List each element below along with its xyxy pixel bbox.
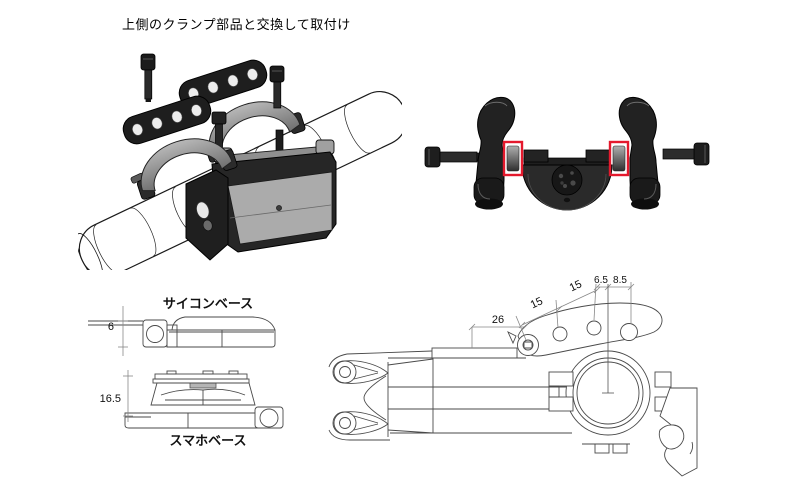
dimension-15-chain: 15 15 <box>515 278 632 341</box>
stem-outline <box>328 347 572 441</box>
base-side-views: サイコンベース 6 <box>88 296 284 448</box>
pivot-arm <box>507 302 663 357</box>
horizontal-bolt-icon <box>424 146 485 168</box>
rear-clamp-plate <box>178 59 268 109</box>
stem-dimension-view: 26 15 15 6.5 8.5 <box>328 275 698 477</box>
spacer-right <box>612 145 626 172</box>
dim-6-5-text: 6.5 <box>594 275 608 286</box>
header-note: 上側のクランプ部品と交換して取付け <box>122 17 351 32</box>
handlebar-clamp-ring <box>548 350 698 477</box>
socket-bolt-icon <box>140 53 156 102</box>
spacer-left <box>506 145 520 172</box>
clamp-arm <box>618 96 661 210</box>
center-mount <box>521 149 613 211</box>
dim-6-text: 6 <box>108 321 114 333</box>
spacer-highlight-left <box>502 140 524 177</box>
clamp-arm <box>473 96 516 210</box>
phone-base-label: スマホベース <box>170 433 247 448</box>
dim-15-text-1: 15 <box>529 295 545 311</box>
dimension-26: 26 <box>468 314 529 348</box>
front-clamp-arch <box>136 138 238 200</box>
dim-15-text-2: 15 <box>568 278 584 294</box>
dim-8-5-text: 8.5 <box>613 275 627 286</box>
dimension-6-5-8-5: 6.5 8.5 <box>593 275 635 291</box>
mount-body <box>185 139 337 261</box>
front-clamp-plate <box>122 95 212 145</box>
height-dimension-6: 6 <box>108 306 128 356</box>
horizontal-bolt-icon <box>662 142 710 166</box>
cyclecomputer-base-label: サイコンベース <box>163 296 253 311</box>
cyclecomputer-base-drawing <box>88 316 276 348</box>
phone-base-drawing <box>124 370 284 429</box>
height-dimension-16-5: 16.5 <box>100 370 133 422</box>
dim-16-5-text: 16.5 <box>100 393 121 405</box>
spacer-highlight-right <box>608 140 630 177</box>
front-exploded-view <box>424 96 710 211</box>
centerline <box>602 284 614 394</box>
dim-26-text: 26 <box>492 314 504 326</box>
socket-bolt-icon <box>269 65 285 109</box>
iso-exploded-view <box>78 53 402 270</box>
